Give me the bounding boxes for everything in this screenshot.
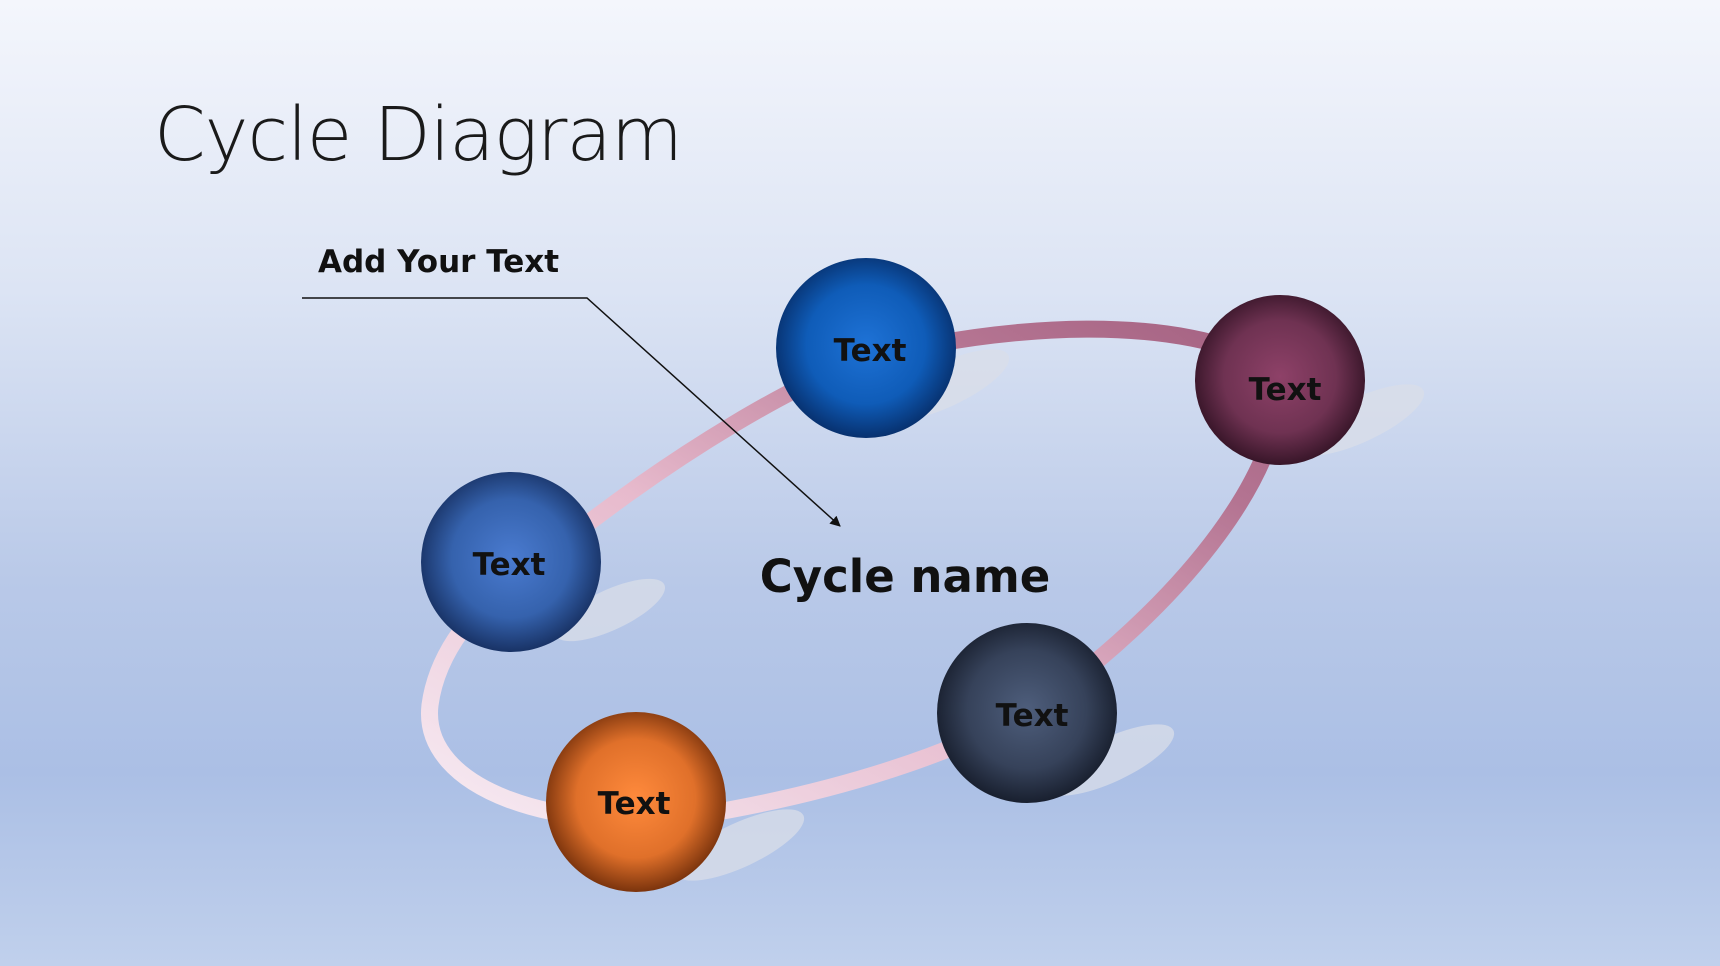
cycle-node[interactable]: Text: [937, 623, 1117, 803]
cycle-node[interactable]: Text: [776, 258, 956, 438]
callout-label[interactable]: Add Your Text: [318, 244, 560, 280]
node-shadow: [675, 809, 805, 881]
cycle-node[interactable]: Text: [546, 712, 726, 892]
node-circle: [546, 712, 726, 892]
node-circle: [1195, 295, 1365, 465]
node-circle: [421, 472, 601, 652]
slide-title[interactable]: Cycle Diagram: [154, 92, 683, 178]
node-shadow: [554, 578, 666, 642]
node-circle: [776, 258, 956, 438]
node-label: Text: [834, 333, 907, 369]
node-label: Text: [473, 547, 546, 583]
cycle-node[interactable]: Text: [1195, 295, 1365, 465]
node-label: Text: [598, 786, 671, 822]
callout-line: [302, 297, 841, 527]
node-label: Text: [1249, 372, 1322, 408]
cycle-node[interactable]: Text: [421, 472, 601, 652]
node-circle: [937, 623, 1117, 803]
node-label: Text: [996, 698, 1069, 734]
center-label[interactable]: Cycle name: [760, 550, 1050, 603]
